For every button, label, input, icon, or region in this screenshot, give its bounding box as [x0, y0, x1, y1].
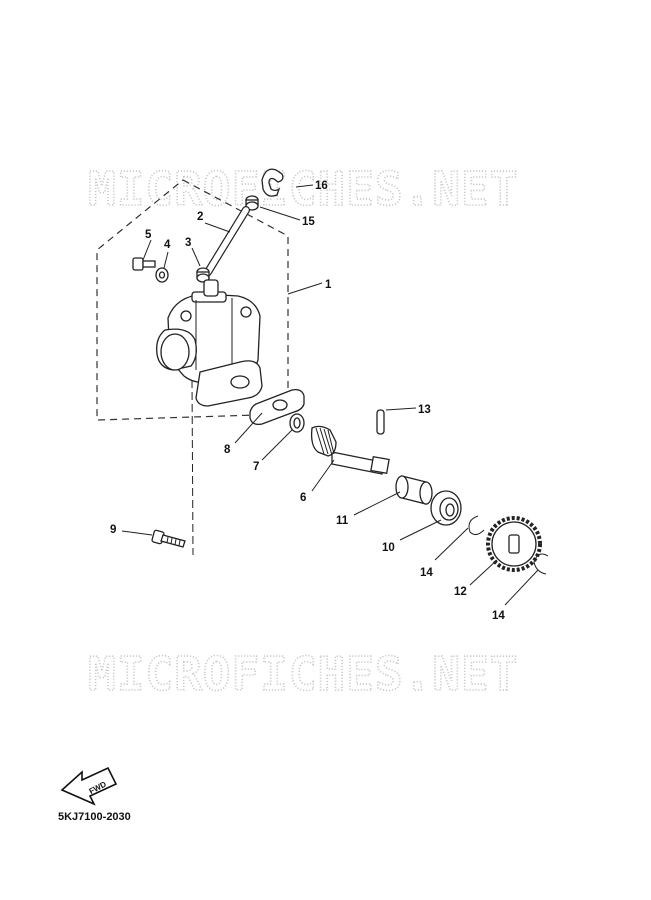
callout-9: 9	[110, 524, 116, 536]
part-14-circlip-outer	[533, 553, 549, 575]
part-13-pin	[376, 409, 385, 435]
callout-2: 2	[197, 211, 203, 223]
callout-11: 11	[336, 515, 349, 527]
leader-lines	[121, 184, 539, 606]
part-8-gasket	[249, 388, 305, 426]
callout-3: 3	[185, 237, 191, 249]
callout-13: 13	[418, 404, 431, 416]
callout-14b: 14	[492, 610, 505, 622]
part-1-pump-body	[156, 279, 263, 407]
part-11-bushing	[395, 475, 433, 505]
part-4-washer	[155, 267, 169, 283]
part-7-o-ring	[289, 413, 305, 433]
callout-4: 4	[164, 239, 171, 251]
callout-15: 15	[302, 216, 315, 228]
callout-14a: 14	[420, 567, 433, 579]
part-14-circlip-inner	[468, 515, 485, 536]
callout-6: 6	[300, 492, 306, 504]
callout-12: 12	[454, 586, 467, 598]
part-12-gear	[486, 516, 542, 572]
part-6-shaft	[310, 425, 390, 475]
callout-10: 10	[382, 542, 395, 554]
part-16-clip	[261, 168, 284, 197]
watermark-top: MICROFICHES.NET	[88, 162, 518, 216]
pump-assembly-boundary	[96, 179, 289, 421]
callout-7: 7	[253, 461, 259, 473]
part-9-bolt	[151, 529, 186, 548]
part-2-pipe	[204, 206, 250, 276]
callout-5: 5	[145, 229, 152, 241]
diagram-code: 5KJ7100-2030	[58, 811, 131, 823]
callout-16: 16	[315, 180, 328, 192]
part-10-bearing	[430, 490, 462, 526]
callout-1: 1	[325, 279, 332, 291]
watermark-bottom: MICROFICHES.NET	[88, 647, 518, 701]
part-5-bolt	[132, 257, 156, 271]
callout-8: 8	[224, 444, 231, 456]
fwd-arrow-icon: FWD	[60, 766, 118, 806]
